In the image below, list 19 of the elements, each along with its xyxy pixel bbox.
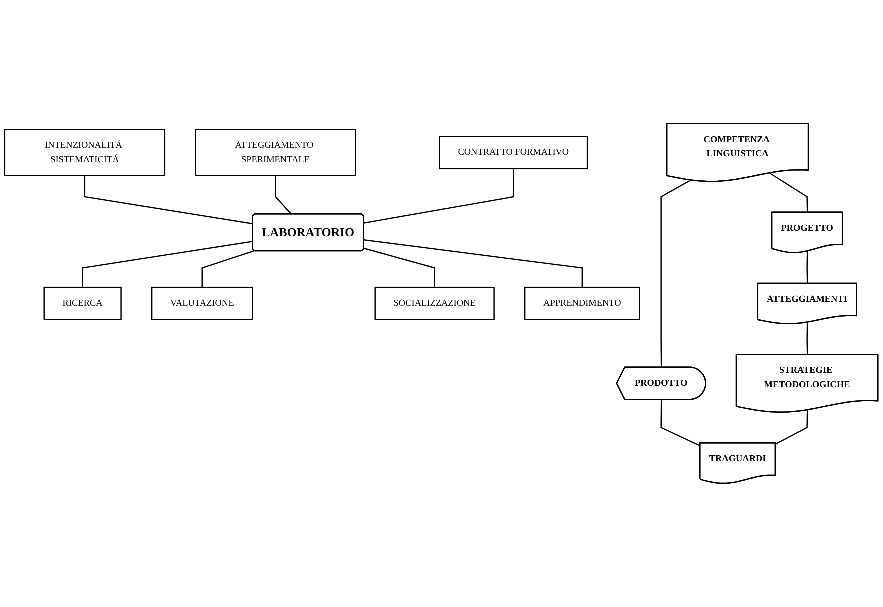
connector xyxy=(660,180,692,368)
connector xyxy=(82,240,254,288)
node-box: INTENZIONALITÁ SISTEMATICITÁ xyxy=(4,128,166,176)
connector xyxy=(364,168,514,224)
node-box: CONTRATTO FORMATIVO xyxy=(439,136,588,170)
node-box: RICERCA xyxy=(44,286,122,320)
node-box: SOCIALIZZAZIONE xyxy=(374,286,495,320)
connector xyxy=(806,322,808,355)
connector xyxy=(806,251,808,284)
connector xyxy=(364,239,584,288)
connector xyxy=(770,172,808,212)
node-box: ATTEGGIAMENTO SPERIMENTALE xyxy=(195,128,356,176)
connector xyxy=(275,176,292,215)
connector xyxy=(364,248,436,288)
node-box: APPRENDIMENTO xyxy=(524,286,640,320)
connector xyxy=(84,176,254,224)
node-box: VALUTAZIONE xyxy=(151,286,254,320)
connector xyxy=(202,250,255,288)
connector xyxy=(776,410,808,445)
